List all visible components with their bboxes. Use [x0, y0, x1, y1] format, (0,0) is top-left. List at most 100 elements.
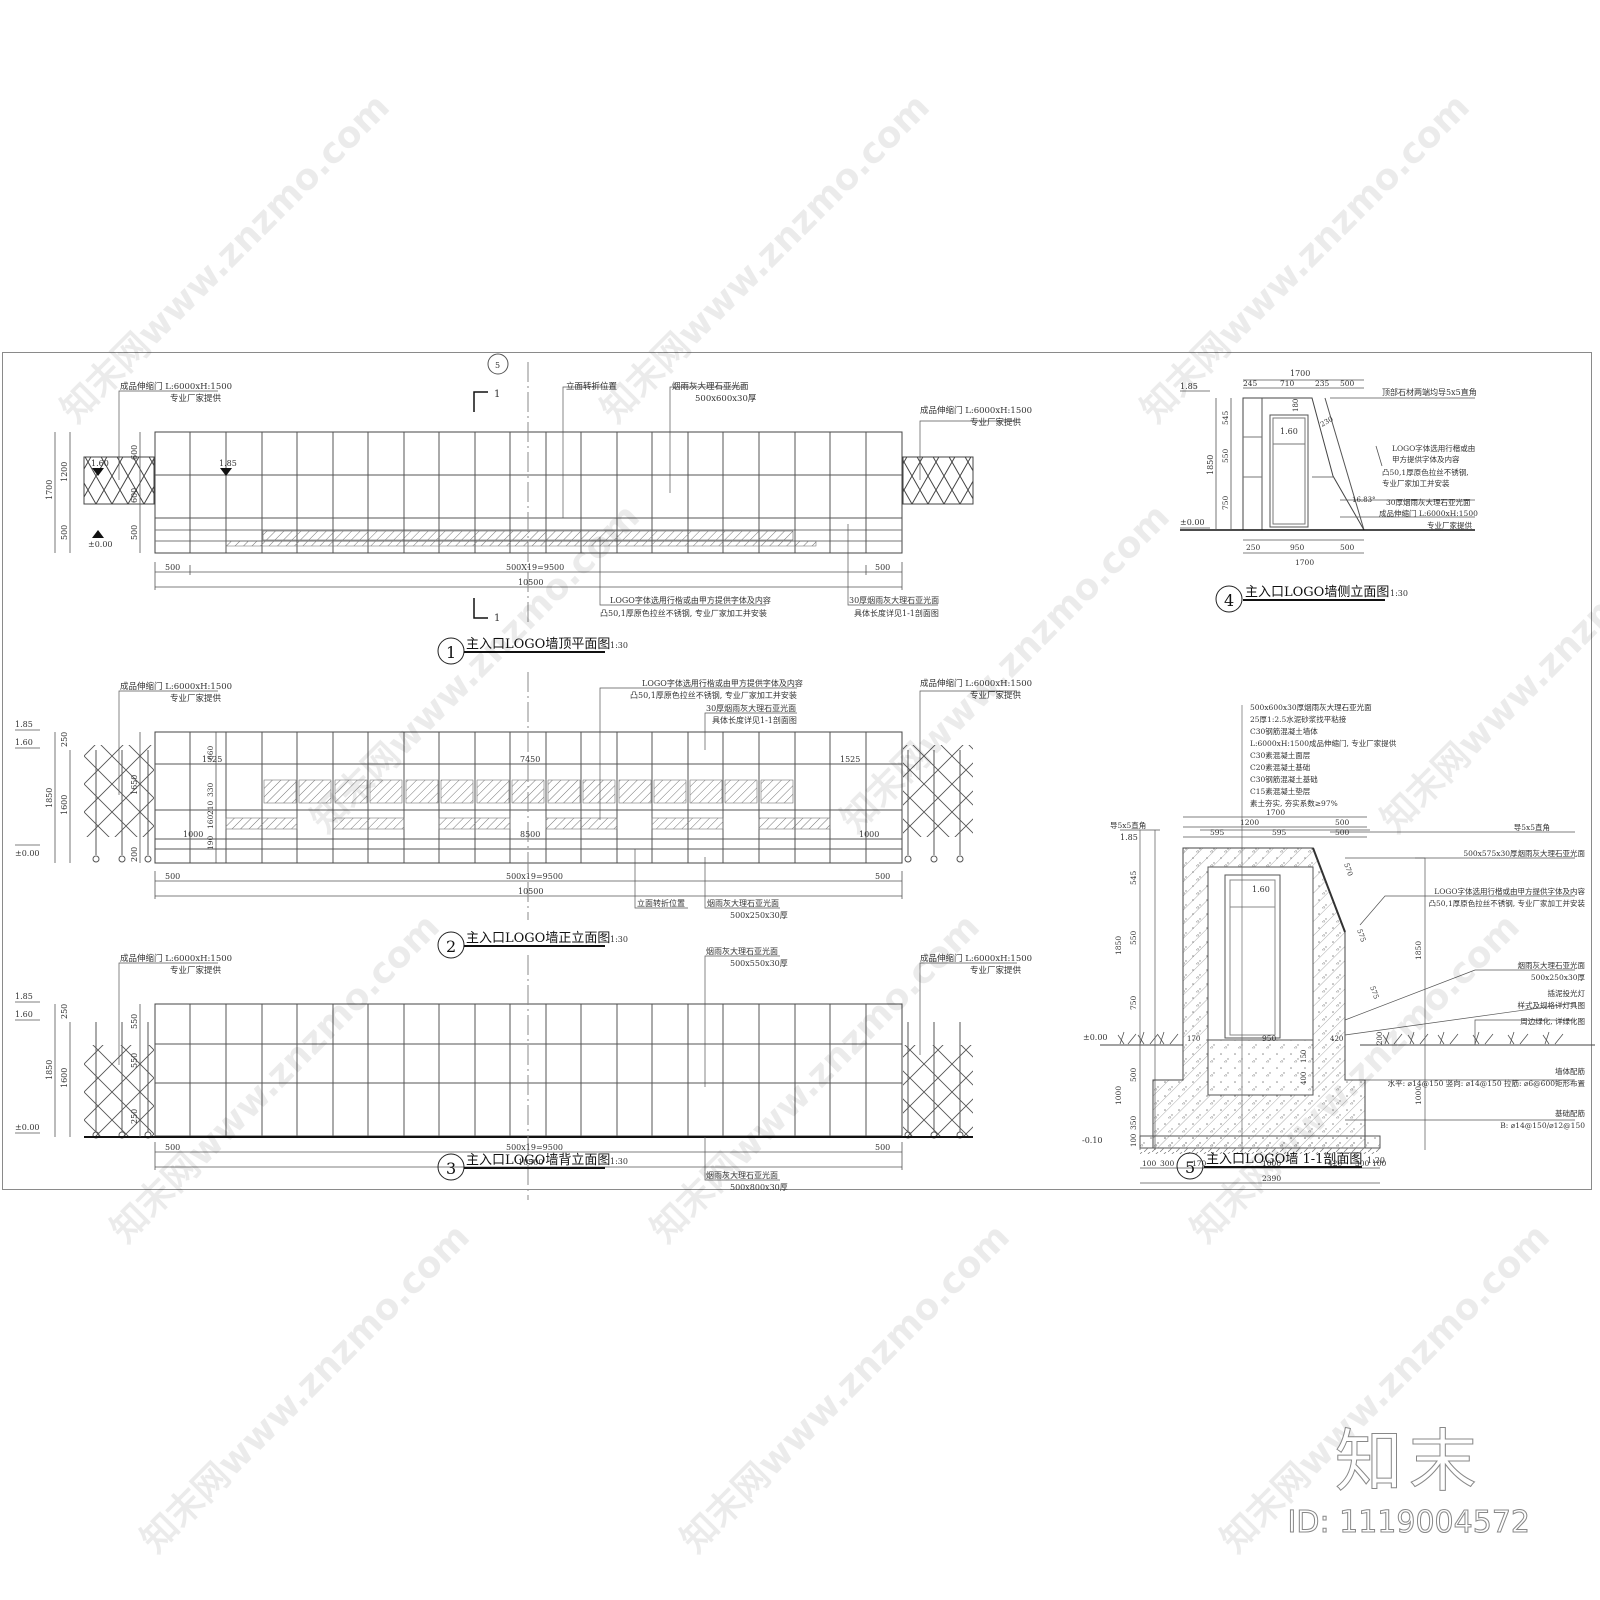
dim-text: 230 [1319, 415, 1335, 429]
dim-text: 595 [1272, 828, 1287, 837]
drawing-sheet-border [2, 352, 1592, 1190]
dim-text: 500 [1340, 379, 1355, 388]
dim-text: 10500 [518, 1158, 543, 1167]
dim-text: 1000 [183, 830, 203, 839]
dim-text: 500 [130, 525, 139, 540]
level-1-85: 1.85 [1120, 833, 1138, 842]
note-stone-side-detail: 具体长度详见1-1剖面图 [712, 715, 797, 725]
note-gate-supplier-right: 专业厂家提供 [970, 690, 1022, 701]
drawing-scale-3: 1:30 [610, 1157, 628, 1166]
note-stone-side: 30厚烟雨灰大理石亚光面 [706, 703, 796, 713]
dim-text: 200 [130, 847, 139, 862]
dim-text: 500x19=9500 [506, 1143, 563, 1152]
dim-text: 750 [1129, 995, 1138, 1010]
level-0-00: ±0.00 [15, 1123, 40, 1132]
drawing-5-section: 500x600x30厚烟雨灰大理石亚光面 25厚1:2.5水泥砂浆找平粘接 C3… [1082, 702, 1595, 1184]
dim-text: 545 [1129, 870, 1138, 885]
dim-text: 10500 [518, 887, 543, 896]
dim-text: 300 [1160, 1159, 1175, 1168]
dim-text: 500 [1335, 828, 1350, 837]
note-stone-top: 烟雨灰大理石亚光面 [672, 381, 749, 392]
level-1-85: 1.85 [219, 459, 237, 468]
note-logo-material: 凸50,1厚原色拉丝不锈钢, 专业厂家加工并安装 [630, 690, 797, 700]
drawing-4-side-elevation: 1.85 1.60 ±0.00 1700 245 710 235 500 185… [1180, 369, 1478, 613]
drawing-1-plan: 成品伸缩门 L:6000xH:1500 专业厂家提供 立面转折位置 烟雨灰大理石… [45, 353, 1032, 665]
note-chamfer-left: 导5x5直角 [1110, 820, 1146, 830]
note-stone-face-size: 500x250x30厚 [1531, 973, 1586, 982]
level-1-85: 1.85 [15, 720, 33, 729]
note-stone-face-size: 500x250x30厚 [730, 911, 788, 920]
dim-text: 250 [60, 1004, 69, 1019]
dim-text: 575 [1368, 985, 1380, 1000]
dim-text: 1200 [60, 462, 69, 482]
note-top-chamfer: 顶部石材两端均导5x5直角 [1382, 387, 1477, 397]
dim-text: 250 [130, 1109, 139, 1124]
drawing-number-circle [1176, 1152, 1204, 1180]
note-stone-lower-size: 500x800x30厚 [730, 1183, 788, 1192]
dim-text: 950 [1262, 1034, 1277, 1043]
layer-note: C30钢筋混凝土墙体 [1250, 726, 1318, 736]
level-0-00: ±0.00 [15, 849, 40, 858]
note-stone-upper-size: 500x550x30厚 [730, 959, 788, 968]
dim-text: 1000 [1414, 1086, 1423, 1105]
level-1-60: 1.60 [1280, 427, 1298, 436]
dim-text: 1700 [1295, 558, 1314, 567]
note-fold-position: 立面转折位置 [637, 898, 685, 908]
layer-note: 25厚1:2.5水泥砂浆找平粘接 [1250, 714, 1347, 724]
dim-text: 1525 [840, 755, 860, 764]
note-wall-rebar-spec: 水平: ⌀14@150 竖向: ⌀14@150 拉筋: ⌀6@600矩形布置 [1388, 1078, 1586, 1088]
dim-text: 500 [875, 872, 890, 881]
dim-text: 200 [1376, 1032, 1384, 1045]
drawing-title-1: 主入口LOGO墙顶平面图 [466, 637, 610, 652]
section-mark-bottom: 1 [494, 613, 500, 624]
dim-text: 750 [1221, 495, 1230, 510]
dim-text: 250 [60, 732, 69, 747]
dim-text: 1850 [45, 1060, 54, 1080]
dim-text: 1000 [1114, 1086, 1123, 1105]
note-chamfer-right: 导5x5直角 [1514, 822, 1550, 832]
dim-text: 8500 [520, 830, 540, 839]
dim-text: 500 [165, 872, 180, 881]
note-gate-supplier-right: 专业厂家提供 [970, 965, 1022, 976]
note-stone-top-size: 500x600x30厚 [695, 394, 757, 404]
drawing-scale-4: 1:30 [1390, 589, 1408, 598]
dim-text: 170 [1187, 1035, 1200, 1043]
dim-text: 500 [165, 1143, 180, 1152]
level-1-60: 1.60 [1252, 885, 1270, 894]
note-logo-font-2: 甲方提供字体及内容 [1392, 454, 1460, 464]
note-stone-upper: 烟雨灰大理石亚光面 [706, 946, 778, 956]
drawing-title-3: 主入口LOGO墙背立面图 [466, 1153, 610, 1168]
note-fold-position: 立面转折位置 [566, 381, 618, 392]
drawing-scale-2: 1:30 [610, 935, 628, 944]
level-1-60: 1.60 [15, 738, 33, 747]
dim-text: 1000 [1262, 1159, 1281, 1168]
dim-text: 7450 [520, 755, 540, 764]
dim-text: 1850 [1414, 941, 1423, 960]
drawing-number: 2 [446, 937, 456, 956]
dim-text: 1700 [45, 480, 54, 500]
dim-text: 1525 [202, 755, 222, 764]
note-wall-rebar: 墙体配筋 [1555, 1066, 1585, 1076]
dim-text: 100 [1142, 1159, 1157, 1168]
dim-text: 180 [1292, 399, 1300, 412]
note-logo-material: 凸50,1厚原色拉丝不锈钢, [1382, 467, 1469, 477]
drawing-scale-5: 1:20 [1367, 1156, 1385, 1165]
level-minus-0-10: -0.10 [1082, 1136, 1103, 1145]
note-gate-spec-left: 成品伸缩门 L:6000xH:1500 [120, 681, 232, 692]
dim-text: 100 [1372, 1159, 1387, 1168]
dim-text: 570 [1342, 862, 1354, 877]
dim-text: 1700 [1266, 808, 1285, 817]
dim-text: 1850 [45, 788, 54, 808]
drawing-title-2: 主入口LOGO墙正立面图 [466, 931, 610, 946]
dim-text: 550 [130, 1053, 139, 1068]
layer-note: 素土夯实, 夯实系数≥97% [1250, 798, 1338, 808]
dim-text: 500 [875, 563, 890, 572]
level-0-00: ±0.00 [88, 540, 113, 549]
note-logo-material: 凸50,1厚原色拉丝不锈钢, 专业厂家加工并安装 [600, 608, 767, 618]
note-gate-spec-left: 成品伸缩门 L:6000xH:1500 [120, 381, 232, 392]
note-stone-side: 30厚烟雨灰大理石亚光面 [849, 595, 939, 605]
note-stone-face: 烟雨灰大理石亚光面 [707, 898, 779, 908]
note-uplight: 插泥投光灯 [1548, 988, 1586, 998]
drawing-number: 1 [446, 643, 456, 662]
